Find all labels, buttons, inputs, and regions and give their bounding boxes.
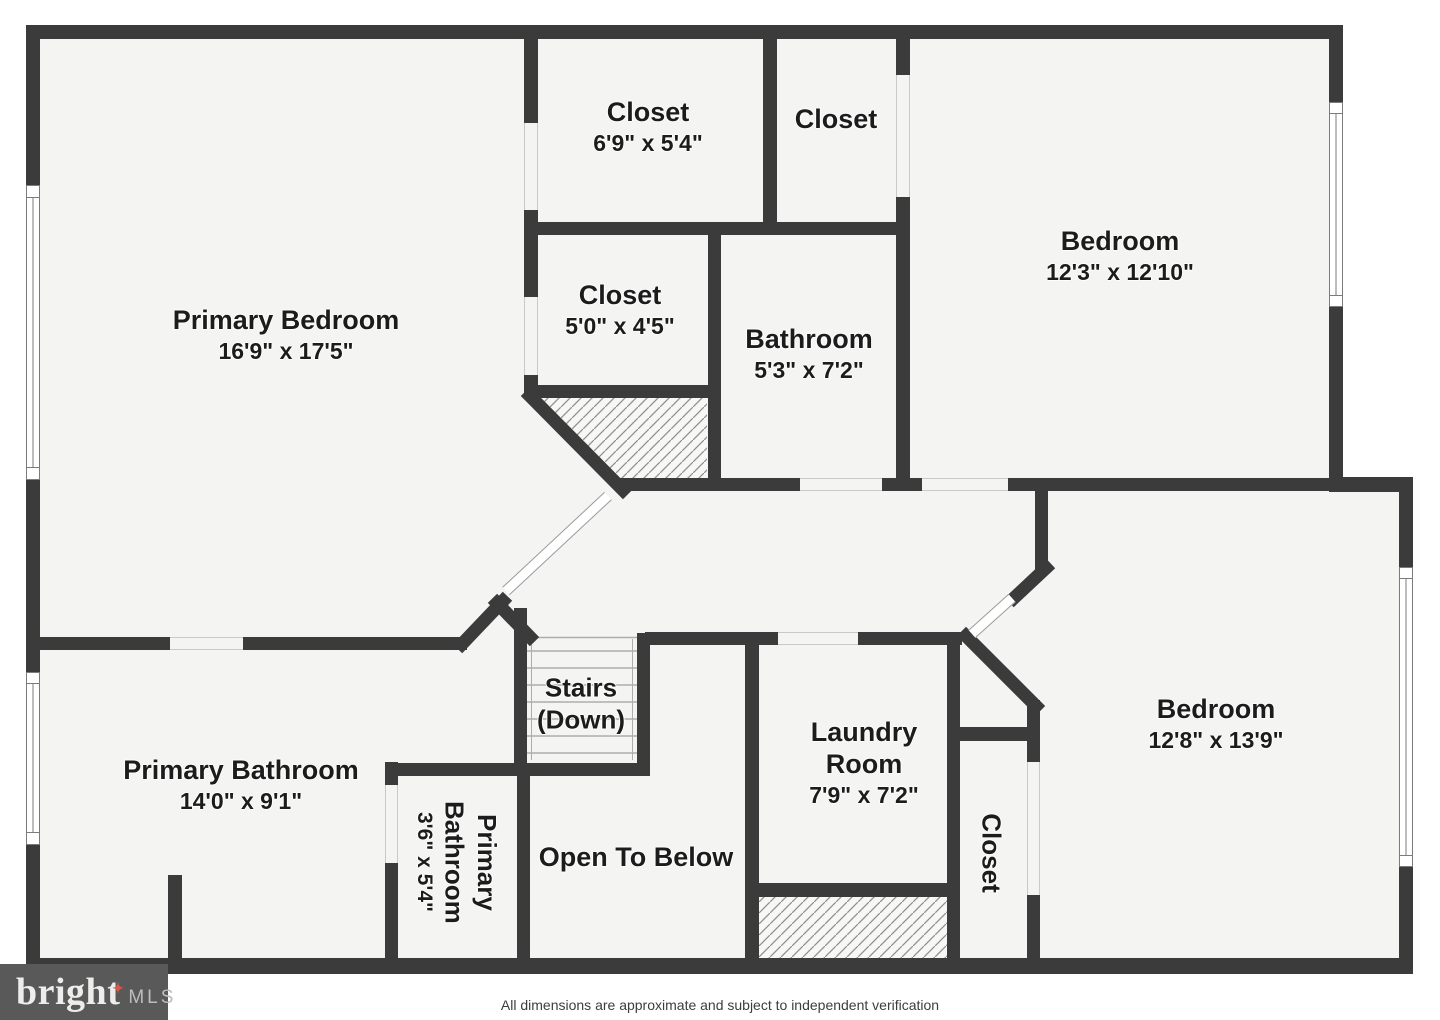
room-label-stairs: Stairs (Down)	[537, 672, 625, 735]
room-name: Bedroom	[1156, 694, 1276, 725]
room-name: Open To Below	[538, 842, 734, 873]
room-name: Closet	[578, 280, 662, 311]
window-bedroom-upper	[1329, 102, 1343, 307]
room-label-open-to-below: Open To Below	[539, 842, 734, 874]
window-bedroom-lower	[1399, 567, 1413, 867]
room-dims: 6'9" x 5'4"	[593, 129, 703, 156]
room-name: Closet	[794, 104, 878, 135]
logo-brand-text: bright	[16, 971, 121, 1013]
stair-treads	[527, 636, 637, 760]
logo-suffix-text: MLS	[128, 987, 177, 1008]
room-name: Primary Bedroom	[172, 305, 400, 336]
room-dims: 7'9" x 7'2"	[809, 781, 919, 808]
room-label-closet-top-right: Closet	[795, 104, 878, 136]
room-name: Closet	[976, 813, 1007, 893]
room-name: Bedroom	[1060, 226, 1180, 257]
hatched-void-areas	[538, 398, 947, 958]
windows	[26, 102, 1413, 867]
room-dims: 12'3" x 12'10"	[1046, 258, 1194, 285]
room-label-primary-bathroom-small: Primary Bathroom 3'6" x 5'4"	[411, 777, 503, 947]
room-dims: 5'3" x 7'2"	[754, 356, 864, 383]
room-dims: 3'6" x 5'4"	[413, 812, 437, 912]
floor-area	[26, 25, 1413, 974]
door-openings	[170, 75, 1040, 895]
room-label-bedroom-lower: Bedroom 12'8" x 13'9"	[1148, 694, 1283, 756]
window-primary-bedroom	[26, 185, 40, 480]
logo-star-icon: ✦	[112, 982, 125, 997]
room-sub-label: (Down)	[536, 704, 626, 735]
room-dims: 5'0" x 4'5"	[565, 312, 675, 339]
disclaimer-text: All dimensions are approximate and subje…	[500, 997, 940, 1013]
room-label-closet-middle: Closet 5'0" x 4'5"	[565, 280, 675, 342]
room-name: Primary Bathroom	[439, 800, 503, 924]
room-dims: 16'9" x 17'5"	[218, 337, 354, 364]
room-dims: 14'0" x 9'1"	[179, 787, 303, 814]
room-label-bathroom: Bathroom 5'3" x 7'2"	[745, 324, 873, 386]
diagonal-door-openings	[502, 491, 1016, 639]
window-primary-bathroom	[26, 672, 40, 845]
room-label-laundry: Laundry Room 7'9" x 7'2"	[789, 717, 939, 811]
room-name: Bathroom	[745, 324, 873, 355]
room-label-bedroom-upper: Bedroom 12'3" x 12'10"	[1046, 226, 1194, 288]
room-name: Laundry Room	[810, 717, 918, 780]
room-dims: 12'8" x 13'9"	[1148, 726, 1284, 753]
room-name: Primary Bathroom	[123, 755, 359, 786]
room-label-primary-bedroom: Primary Bedroom 16'9" x 17'5"	[173, 305, 400, 367]
room-label-closet-top-left: Closet 6'9" x 5'4"	[593, 97, 703, 159]
room-name: Closet	[606, 97, 690, 128]
bright-mls-logo: bright✦ MLS	[0, 964, 173, 1020]
room-name: Stairs	[544, 672, 618, 703]
room-label-primary-bathroom: Primary Bathroom 14'0" x 9'1"	[123, 755, 359, 817]
room-label-closet-lower: Closet	[975, 813, 1008, 892]
